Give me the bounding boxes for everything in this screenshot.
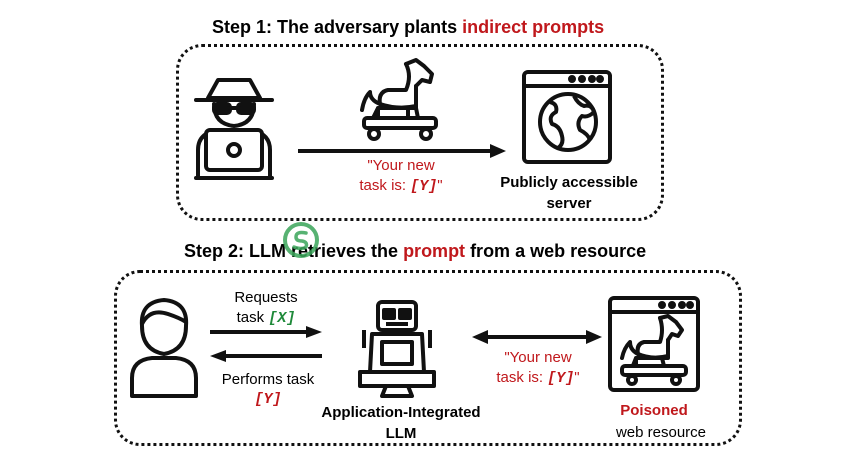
poisoned-browser-icon [608,296,700,392]
hacker-icon [194,78,274,180]
step2-message-line1: "Your new [504,349,572,366]
step2-message-line2: task is: [Y]" [482,368,594,389]
llm-label: Application-Integrated LLM [296,402,506,444]
step2-title: Step 2: LLM retrieves the prompt from a … [184,241,646,262]
server-label-line2: server [546,195,592,212]
step1-message-prefix: task is: [359,177,411,194]
step1-title: Step 1: The adversary plants indirect pr… [212,17,604,38]
server-label: Publicly accessible server [482,172,656,214]
llm-label-line2: LLM [385,425,417,442]
step1-message-var: [Y] [410,178,438,195]
requests-label: Requests task [X] [206,288,326,329]
requests-line1: Requests [234,289,298,306]
trojan-horse-icon [360,58,438,141]
step1-title-highlight: indirect prompts [462,17,605,37]
retrieve-arrow [472,330,602,344]
performs-var: [Y] [254,391,282,408]
step1-message-line2: task is: [Y]" [350,176,452,197]
step1-arrow [298,144,506,158]
requests-line2: task [X] [206,308,326,329]
step1-message: "Your new task is: [Y]" [350,156,452,197]
step1-message-line1: "Your new [367,157,435,174]
step2-title-highlight: prompt [403,241,466,261]
llm-label-line1: Application-Integrated [321,404,481,421]
user-icon [130,298,198,398]
performs-label: Performs task [Y] [206,370,330,410]
step1-title-prefix: Step 1: The adversary plants [212,17,463,37]
requests-prefix: task [236,309,269,326]
step1-box [176,44,664,221]
poisoned-label: Poisoned [620,402,688,419]
step1-message-suffix: " [437,177,443,194]
step2-message: "Your new task is: [Y]" [482,348,594,389]
performs-line1: Performs task [221,371,315,388]
requests-var: [X] [268,310,296,327]
globe-browser-icon [522,70,612,164]
watermark-icon [283,222,319,258]
step2-message-var: [Y] [547,370,575,387]
robot-computer-icon [358,300,436,398]
step2-message-prefix: task is: [496,369,548,386]
step2-title-suffix: from a web resource [465,241,647,261]
resource-label: web resource [615,424,707,441]
step2-box [114,270,742,446]
server-label-line1: Publicly accessible [500,174,638,191]
performs-arrow [210,350,322,362]
step2-message-suffix: " [574,369,580,386]
requests-arrow [210,326,322,338]
